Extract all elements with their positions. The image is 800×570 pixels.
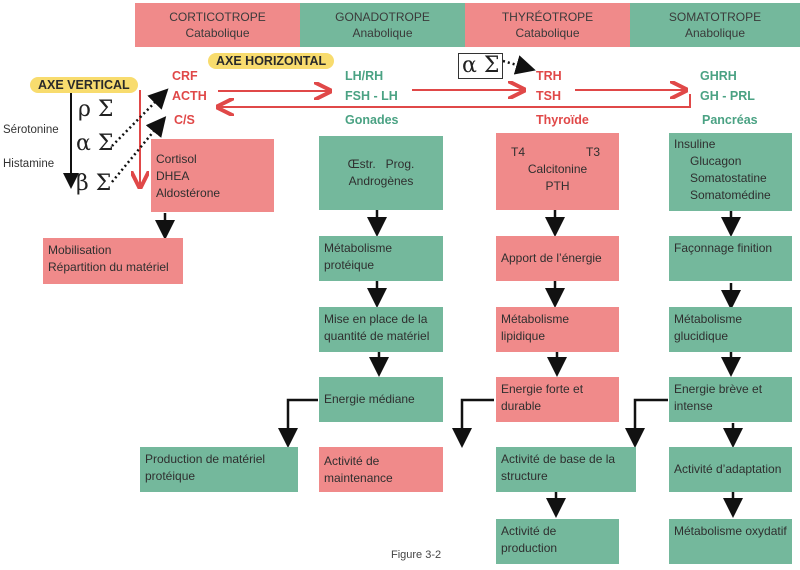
box-activite-maintenance: Activité de maintenance [319, 447, 443, 492]
box-faconnage: Façonnage finition [669, 236, 792, 281]
feedback-return-arrow [220, 94, 691, 107]
header-title: GONADOTROPE [335, 10, 430, 24]
box-energie-breve: Energie brève et intense [669, 377, 792, 422]
box-metabolisme-glucidique: Métabolisme glucidique [669, 307, 792, 352]
box-oestrogenes: Œstr. Prog. Androgènes [319, 136, 443, 210]
dotted-arrow-beta-cs [111, 116, 167, 183]
box-activite-production: Activité de production [496, 519, 619, 564]
header-corticotrope: CORTICOTROPE Catabolique [135, 3, 300, 47]
t4-t3-row: T4 T3 [501, 144, 614, 161]
histamine-label: Histamine [3, 158, 55, 170]
box-metabolisme-oxydatif: Métabolisme oxydatif [669, 519, 792, 564]
header-type: Catabolique [185, 26, 250, 40]
figure-caption: Figure 3-2 [391, 549, 442, 561]
header-gonadotrope: GONADOTROPE Anabolique [300, 3, 465, 47]
header-type: Anabolique [352, 26, 413, 40]
arrow-breve-base [625, 398, 668, 448]
box-activite-base: Activité de base de la structure [496, 447, 636, 492]
axe-horizontal-label: AXE HORIZONTAL [208, 53, 335, 69]
hormone-cs: C/S [174, 113, 195, 127]
arrow-energie-production [278, 398, 318, 448]
box-line: Glucagon [690, 154, 742, 168]
hormone-acth: ACTH [172, 89, 207, 103]
dotted-arrow-alpha-crf [111, 88, 169, 147]
box-line: Somatomédine [690, 188, 771, 202]
rho-sigma: ρ Σ [78, 97, 114, 122]
hormone-gh-prl: GH - PRL [700, 89, 755, 103]
box-insuline: Insuline Glucagon Somatostatine Somatomé… [669, 133, 792, 211]
axe-vertical-label: AXE VERTICAL [30, 77, 138, 93]
box-line: Somatostatine [690, 171, 767, 185]
header-type: Anabolique [684, 26, 746, 40]
box-metabolisme-lipidique: Métabolisme lipidique [496, 307, 619, 352]
box-line: Répartition du matériel [48, 260, 169, 274]
box-mise-en-place: Mise en place de la quantité de matériel [319, 307, 443, 352]
box-line: Insuline [674, 137, 716, 151]
box-energie-forte: Energie forte et durable [496, 377, 619, 422]
gland-thyroide: Thyroïde [536, 113, 589, 127]
box-production-materiel: Production de matériel protéique [140, 447, 298, 492]
box-cortisol: Cortisol DHEA Aldostérone [151, 139, 274, 212]
t3-label: T3 [585, 145, 600, 159]
box-activite-adaptation: Activité d’adaptation [669, 447, 792, 492]
box-apport-energie: Apport de l’énergie [496, 236, 619, 281]
hormone-tsh: TSH [536, 89, 561, 103]
gland-pancreas: Pancréas [702, 113, 758, 127]
header-somatotrope: SOMATOTROPE Anabolique [630, 3, 800, 47]
hormone-lhrh: LH/RH [345, 69, 384, 83]
hormone-ghrh: GHRH [700, 69, 737, 83]
box-line: Œstr. Prog. [347, 157, 415, 171]
box-line: PTH [545, 179, 570, 193]
header-thyreotrope: THYRÉOTROPE Catabolique [465, 3, 630, 47]
header-title: THYRÉOTROPE [501, 10, 594, 24]
box-line: Cortisol [156, 152, 197, 166]
hormone-fsh-lh: FSH - LH [345, 89, 398, 103]
box-line: Mobilisation [48, 243, 112, 257]
header-title: SOMATOTROPE [668, 10, 762, 24]
box-line: Androgènes [348, 174, 414, 188]
hormone-trh: TRH [536, 69, 562, 83]
beta-sigma: β Σ [76, 171, 112, 196]
dotted-arrow-alpha-trh [502, 55, 536, 75]
alpha-sigma: α Σ [76, 131, 114, 156]
box-line: Aldostérone [156, 186, 221, 200]
arrow-forte-maintenance [452, 398, 494, 448]
box-line: Calcitonine [527, 162, 588, 176]
box-mobilisation: Mobilisation Répartition du matériel [43, 238, 183, 284]
box-thyroid-hormones: T4 T3 Calcitonine PTH [496, 133, 619, 210]
header-type: Catabolique [515, 26, 580, 40]
header-title: CORTICOTROPE [169, 10, 266, 24]
serotonine-label: Sérotonine [3, 124, 59, 136]
alpha-sigma-boxed: α Σ [458, 53, 504, 79]
t4-label: T4 [511, 145, 526, 159]
hormone-crf: CRF [172, 69, 198, 83]
gland-gonades: Gonades [345, 113, 399, 127]
box-metabolisme-proteique: Métabolisme protéique [319, 236, 443, 281]
box-energie-mediane: Energie médiane [319, 377, 443, 422]
box-line: DHEA [156, 169, 190, 183]
